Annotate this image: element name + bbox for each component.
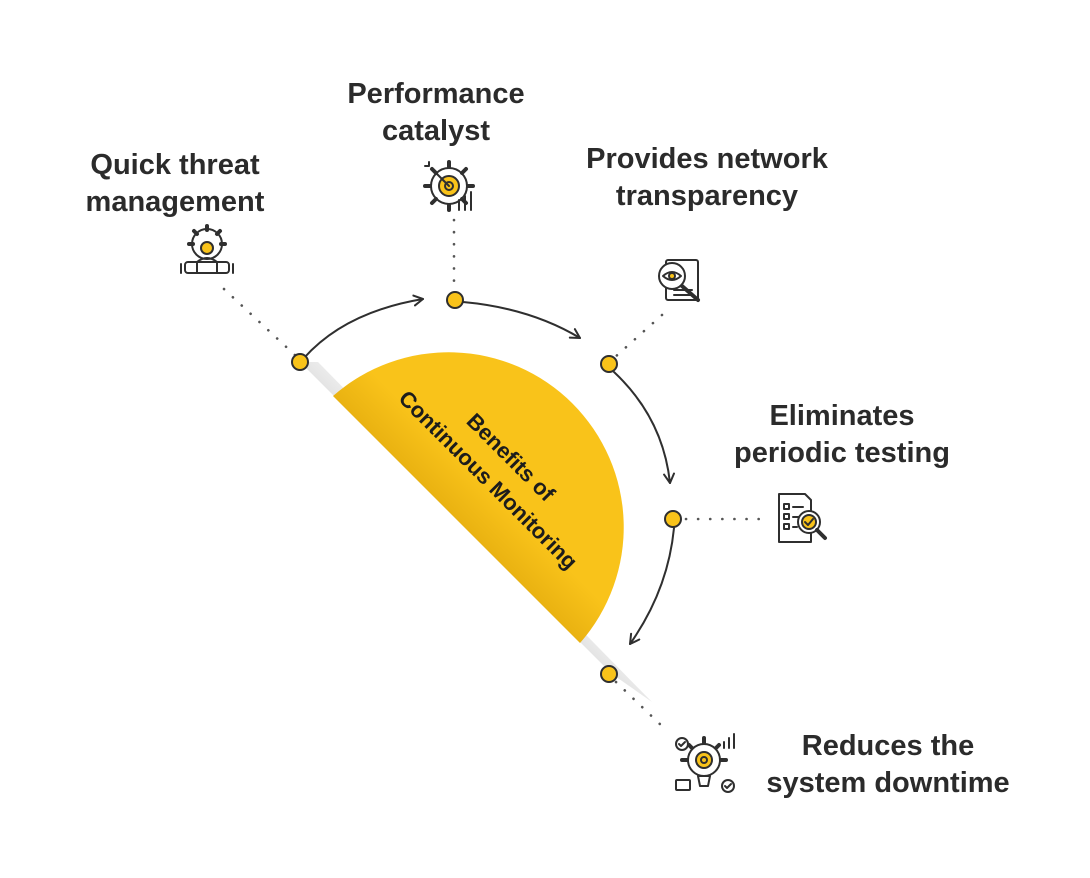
leader-dots-5 xyxy=(614,680,666,730)
benefit-label-periodic-testing: Eliminates periodic testing xyxy=(712,398,972,472)
gear-bulb-chart-icon xyxy=(675,733,735,793)
benefit-1-line-2: management xyxy=(85,186,265,218)
benefit-1-line-1: Quick threat xyxy=(90,149,260,181)
document-magnifier-eye-icon xyxy=(658,259,700,302)
arc-connector-3 xyxy=(613,371,676,484)
leader-dots-1 xyxy=(222,287,298,358)
arc-connector-2 xyxy=(462,301,581,339)
performance-target-gear-icon xyxy=(423,160,475,212)
benefit-label-network-transparency: Provides network transparency xyxy=(567,141,847,215)
leader-dots-3 xyxy=(612,313,664,360)
center-half-disc xyxy=(333,352,624,643)
benefit-4-line-1: Eliminates xyxy=(769,400,915,432)
node-2 xyxy=(446,291,464,309)
arc-connector-1 xyxy=(303,294,424,359)
benefit-label-quick-threat-management: Quick threat management xyxy=(60,147,290,221)
benefit-5-line-1: Reduces the xyxy=(801,730,975,762)
node-3 xyxy=(600,355,618,373)
benefit-5-line-2: system downtime xyxy=(766,767,1010,799)
benefit-2-line-1: Performance xyxy=(347,78,525,110)
node-1 xyxy=(291,353,309,371)
benefit-3-line-2: transparency xyxy=(615,180,799,212)
benefit-label-performance-catalyst: Performance catalyst xyxy=(321,76,551,150)
checklist-magnifier-icon xyxy=(778,493,827,543)
arc-connector-4 xyxy=(629,527,675,645)
node-5 xyxy=(600,665,618,683)
threat-management-icon xyxy=(180,224,234,274)
benefit-label-system-downtime: Reduces the system downtime xyxy=(748,728,1028,802)
node-4 xyxy=(664,510,682,528)
benefit-4-line-2: periodic testing xyxy=(734,437,950,469)
benefit-2-line-2: catalyst xyxy=(381,115,490,147)
benefit-3-line-1: Provides network xyxy=(586,143,828,175)
